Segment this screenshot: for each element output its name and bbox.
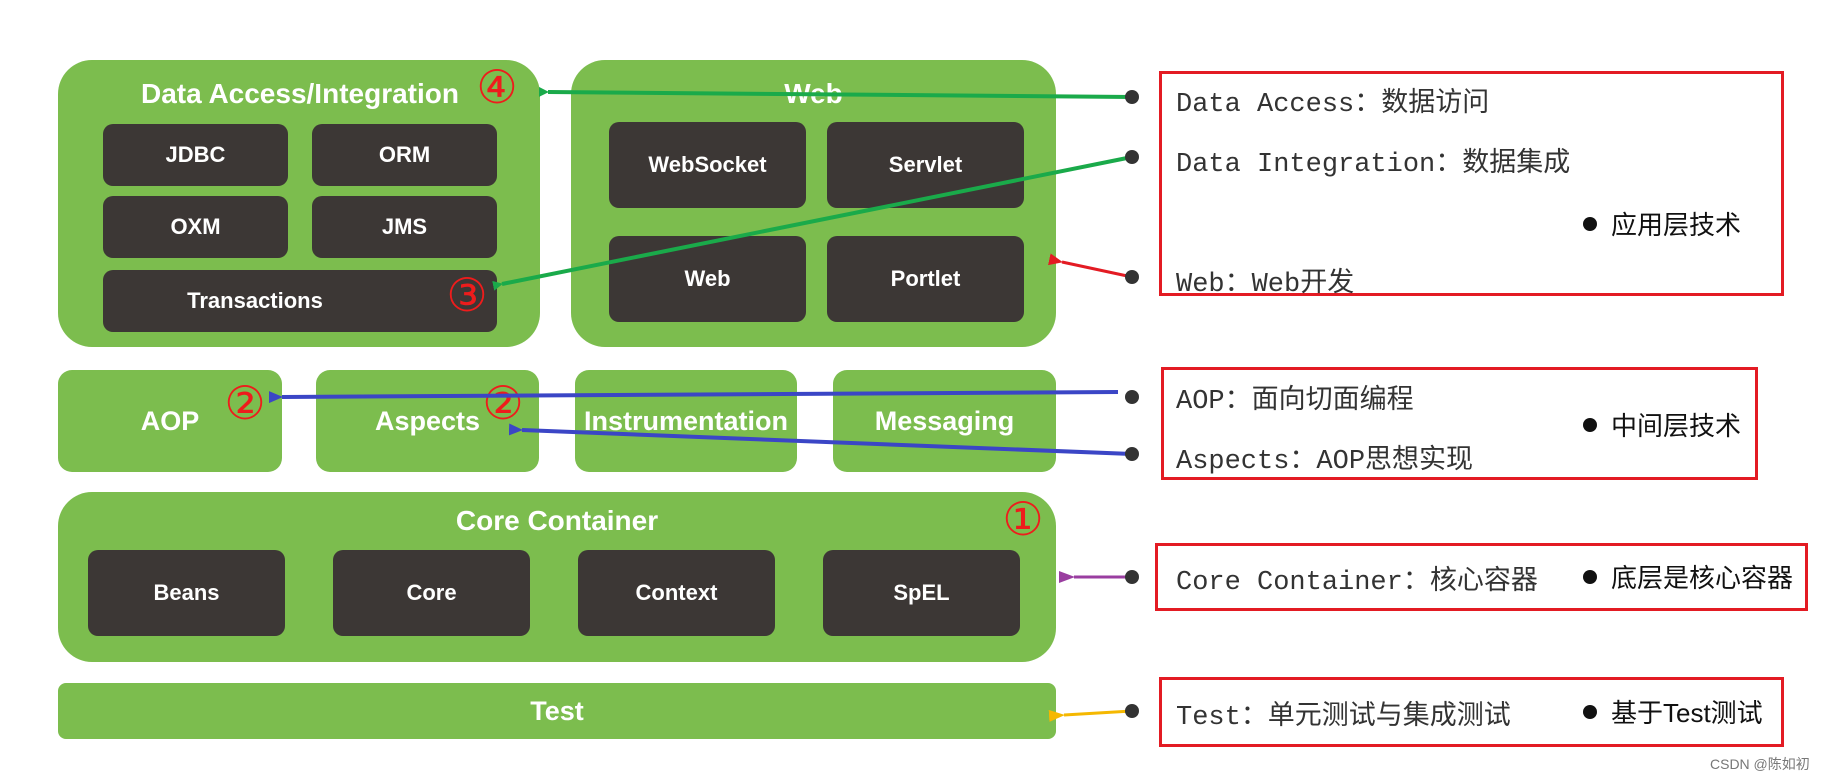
arrow-test bbox=[1048, 709, 1133, 722]
tag-core-layer: 底层是核心容器 bbox=[1583, 558, 1793, 595]
aspects-label: Aspects bbox=[374, 405, 481, 436]
tag-middle-layer: 中间层技术 bbox=[1583, 406, 1741, 443]
marker-2-aop: ② bbox=[224, 376, 266, 430]
aop-label: AOP bbox=[140, 405, 200, 436]
bullet-icon bbox=[1583, 216, 1597, 231]
web-box: Web bbox=[609, 236, 806, 322]
marker-3: ③ bbox=[446, 268, 488, 322]
connector-dot-test bbox=[1125, 704, 1139, 718]
note-web: Web：Web开发 bbox=[1176, 270, 1355, 300]
bullet-icon bbox=[1583, 417, 1597, 432]
messaging-label: Messaging bbox=[874, 405, 1015, 436]
tag-app-layer-text: 应用层技术 bbox=[1611, 210, 1742, 240]
marker-1: ① bbox=[1002, 492, 1044, 546]
transactions-box: Transactions bbox=[103, 270, 497, 332]
tag-middle-layer-text: 中间层技术 bbox=[1611, 411, 1742, 441]
app-layer-panel bbox=[1159, 71, 1784, 296]
test-label: Test bbox=[530, 695, 584, 726]
oxm-box: OXM bbox=[103, 196, 288, 258]
tag-test-layer-text: 基于Test测试 bbox=[1611, 698, 1763, 728]
aop-box: AOP bbox=[58, 370, 282, 472]
note-data-integration: Data Integration：数据集成 bbox=[1176, 150, 1571, 180]
instrumentation-label: Instrumentation bbox=[583, 405, 788, 436]
tag-app-layer: 应用层技术 bbox=[1583, 205, 1741, 242]
arrow-aop bbox=[268, 390, 1119, 404]
arrow-data-integration bbox=[492, 155, 1133, 291]
connector-dot-data-integration bbox=[1125, 150, 1139, 164]
middle-layer-panel bbox=[1161, 367, 1758, 480]
messaging-box: Messaging bbox=[833, 370, 1056, 472]
marker-2-aspects: ② bbox=[482, 376, 524, 430]
data-access-title: Data Access/Integration bbox=[141, 78, 459, 109]
connector-dot-web bbox=[1125, 270, 1139, 284]
test-layer-panel bbox=[1159, 677, 1784, 747]
core-box: Core bbox=[333, 550, 530, 636]
beans-box: Beans bbox=[88, 550, 285, 636]
connector-dot-aop bbox=[1125, 390, 1139, 404]
orm-box: ORM bbox=[312, 124, 497, 186]
connector-dot-core bbox=[1125, 570, 1139, 584]
test-box: Test bbox=[58, 683, 1056, 739]
core-container-title: Core Container bbox=[455, 505, 659, 536]
portlet-box: Portlet bbox=[827, 236, 1024, 322]
jms-box: JMS bbox=[312, 196, 497, 258]
footer-watermark: CSDN @陈如初 bbox=[1710, 756, 1810, 772]
note-data-access: Data Access：数据访问 bbox=[1176, 90, 1490, 120]
bullet-icon bbox=[1583, 704, 1597, 719]
tag-core-layer-text: 底层是核心容器 bbox=[1611, 563, 1794, 593]
context-box: Context bbox=[578, 550, 775, 636]
websocket-box: WebSocket bbox=[609, 122, 806, 208]
instrumentation-box: Instrumentation bbox=[575, 370, 797, 472]
arrow-aspects bbox=[508, 423, 1133, 456]
arrow-web bbox=[1048, 253, 1133, 279]
note-test: Test：单元测试与集成测试 bbox=[1176, 703, 1511, 733]
note-aspects: Aspects：AOP思想实现 bbox=[1176, 447, 1474, 477]
connector-dot-data-access bbox=[1125, 90, 1139, 104]
aspects-box: Aspects bbox=[316, 370, 539, 472]
spel-box: SpEL bbox=[823, 550, 1020, 636]
core-layer-panel bbox=[1155, 543, 1808, 611]
arrow-data-access bbox=[538, 86, 1133, 99]
marker-4: ④ bbox=[476, 60, 518, 114]
bullet-icon bbox=[1583, 569, 1597, 584]
note-aop: AOP：面向切面编程 bbox=[1176, 387, 1414, 417]
connector-dot-aspects bbox=[1125, 447, 1139, 461]
servlet-box: Servlet bbox=[827, 122, 1024, 208]
jdbc-box: JDBC bbox=[103, 124, 288, 186]
note-core-container: Core Container：核心容器 bbox=[1176, 568, 1538, 598]
tag-test-layer: 基于Test测试 bbox=[1583, 693, 1763, 730]
